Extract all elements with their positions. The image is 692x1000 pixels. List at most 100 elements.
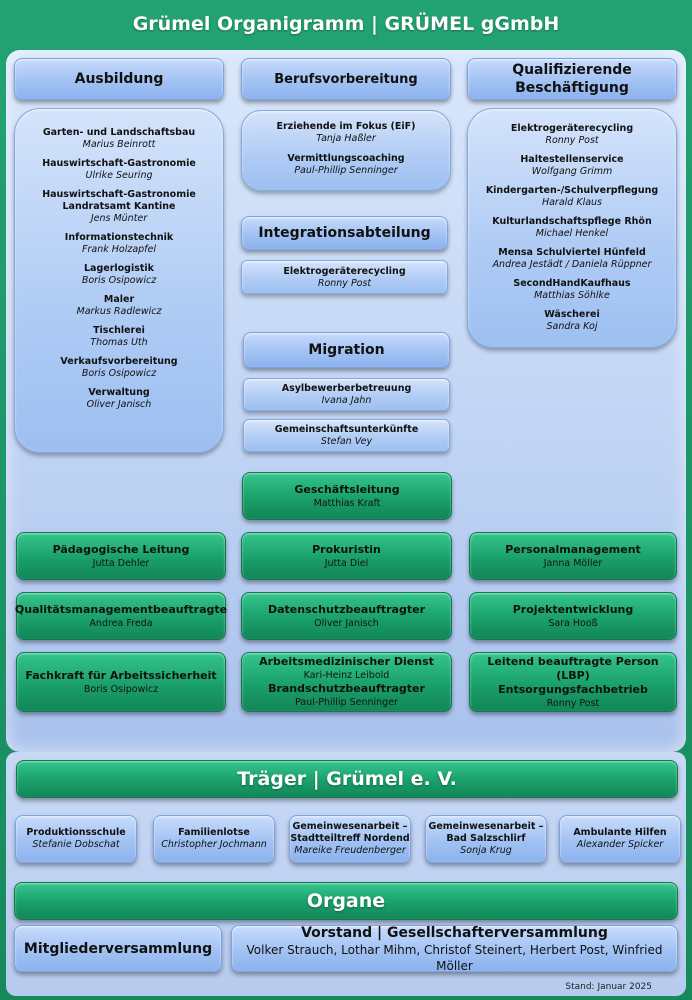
organe-title: Organe [306,890,386,912]
unit-person: Oliver Janisch [86,399,152,410]
unit-person: Ronny Post [545,135,599,146]
vorstand-title: Vorstand | Gesellschafterversammlung [301,924,608,941]
role-person: Ronny Post [546,697,600,709]
unit-person: Wolfgang Grimm [531,166,613,177]
unit-name: Tischlerei [93,325,145,336]
unit-person: Paul-Phillip Senninger [294,165,398,176]
unit-name: Familienlotse [178,827,250,838]
unit-name: Maler [103,294,135,305]
unit-name: Wäscherei [544,309,600,320]
unit-person: Michael Henkel [535,228,609,239]
unit-name: Mensa Schulviertel Hünfeld [498,247,646,258]
unit-name: Verwaltung [88,387,150,398]
dept-header-qualifizierende: Qualifizierende Beschäftigung [467,58,677,100]
unit-name: Elektrogeräterecycling [283,266,406,277]
role-person: Andrea Freda [89,617,153,629]
paedagogische-leitung-box: Pädagogische Leitung Jutta Dehler [16,532,226,580]
unit-name: Produktionsschule [26,827,126,838]
vorstand-names: Volker Strauch, Lothar Mihm, Christof St… [246,942,663,973]
unit-name: Gemeinschaftsunterkünfte [274,424,419,435]
role-person: Matthias Kraft [313,497,381,509]
role-person: Paul-Phillip Senninger [295,697,398,708]
role-person: Janna Möller [543,557,603,569]
traeger-unit: Gemeinwesenarbeit – Stadtteiltreff Norde… [289,815,411,863]
dept-header-berufsvorbereitung: Berufsvorbereitung [241,58,451,100]
role-person: Jutta Diel [324,557,369,569]
unit-person: Harald Klaus [541,197,603,208]
unit-person: Sandra Koj [546,321,598,332]
unit-person: Ivana Jahn [321,395,372,406]
unit-person: Matthias Söhlke [534,290,610,301]
qualitaetsmanagement-box: Qualitätsmanagementbeauftragte Andrea Fr… [14,592,228,640]
role-name: Qualitätsmanagementbeauftragte [14,602,228,616]
unit-name: Kindergarten-/Schulverpflegung [485,185,659,196]
dept-title: Qualifizierende Beschäftigung [512,62,632,96]
dept-header-ausbildung: Ausbildung [14,58,224,100]
unit-person: Thomas Uth [90,337,148,348]
unit-person: Boris Osipowicz [81,275,157,286]
unit-name: Kulturlandschaftspflege Rhön [492,216,652,227]
unit-person: Sonja Krug [460,845,512,856]
unit-person: Andrea Jestädt / Daniela Rüppner [492,259,652,270]
stand-date: Stand: Januar 2025 [565,982,652,992]
unit-person: Ulrike Seuring [85,170,153,181]
role-name: Brandschutzbeauftragter [268,682,425,695]
unit-name: Lagerlogistik [83,263,154,274]
unit-name: Garten- und Landschaftsbau [42,127,196,138]
traeger-bar: Träger | Grümel e. V. [16,760,678,798]
dept-header-migration: Migration [243,332,450,368]
unit-name: Haltestellenservice [520,154,624,165]
lbp-box: Leitend beauftragte Person (LBP) Entsorg… [469,652,677,712]
unit-person: Markus Radlewicz [76,306,162,317]
unit-name: Elektrogeräterecycling [510,123,634,134]
role-person: Jutta Dehler [92,557,150,569]
role-name: Leitend beauftragte Person (LBP) Entsorg… [487,654,659,696]
role-name: Fachkraft für Arbeitssicherheit [25,668,217,682]
unit-name: Vermittlungscoaching [287,153,405,164]
dept-title: Berufsvorbereitung [274,71,418,87]
role-name: Prokuristin [312,542,381,556]
unit-name: Erziehende im Fokus (EiF) [276,121,416,132]
unit-name: Verkaufsvorbereitung [60,356,178,367]
unit-person: Marius Beinrott [82,139,156,150]
unit-person: Ronny Post [317,278,372,289]
unit-name: Hauswirtschaft-Gastronomie Landratsamt K… [42,189,196,212]
unit-person: Tanja Haßler [316,133,376,144]
prokuristin-box: Prokuristin Jutta Diel [241,532,452,580]
role-name: Geschäftsleitung [294,482,400,496]
datenschutz-box: Datenschutzbeauftragter Oliver Janisch [241,592,452,640]
organe-bar: Organe [14,882,678,920]
role-person: Kari-Heinz Leibold [303,670,390,681]
role-name: Datenschutzbeauftragter [268,602,425,616]
geschaeftsleitung-box: Geschäftsleitung Matthias Kraft [242,472,452,520]
unit-name: Ambulante Hilfen [573,827,667,838]
dept-header-integration: Integrationsabteilung [241,216,448,250]
unit-person: Boris Osipowicz [81,368,157,379]
unit-person: Christopher Jochmann [161,839,267,850]
role-name: Pädagogische Leitung [52,542,190,556]
unit-person: Alexander Spicker [576,839,664,850]
role-person: Boris Osipowicz [83,683,159,695]
traeger-title: Träger | Grümel e. V. [237,768,457,790]
unit-name: Asylbewerberbetreuung [281,383,412,394]
list-item: Erziehende im Fokus (EiF)Tanja Haßler [242,121,450,145]
dept-title: Migration [308,342,385,358]
projektentwicklung-box: Projektentwicklung Sara Hooß [469,592,677,640]
unit-person: Stefanie Dobschat [32,839,120,850]
